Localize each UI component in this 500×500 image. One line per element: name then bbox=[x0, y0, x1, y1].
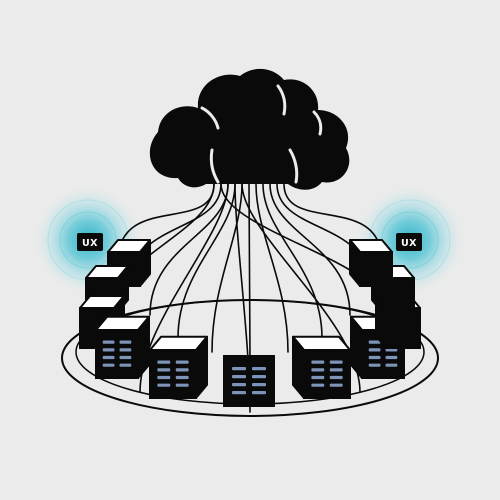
server-icon bbox=[223, 355, 275, 407]
connection-line bbox=[149, 183, 229, 316]
connection-line bbox=[248, 183, 251, 359]
ux-badge-left: UX bbox=[77, 233, 103, 251]
connection-line bbox=[262, 183, 323, 339]
server-icon bbox=[292, 335, 351, 399]
server-icon bbox=[349, 239, 393, 287]
connection-line bbox=[269, 183, 351, 316]
cloud-icon bbox=[149, 68, 350, 190]
ux-badge-label-left: UX bbox=[82, 238, 98, 249]
server-icon bbox=[149, 335, 208, 399]
ux-badge-right: UX bbox=[396, 233, 422, 251]
connection-line bbox=[255, 183, 289, 353]
server-group bbox=[79, 239, 421, 407]
connection-line bbox=[177, 183, 236, 339]
ux-badge-label-right: UX bbox=[401, 238, 417, 249]
server-icon bbox=[95, 315, 150, 379]
connection-line bbox=[211, 183, 243, 353]
